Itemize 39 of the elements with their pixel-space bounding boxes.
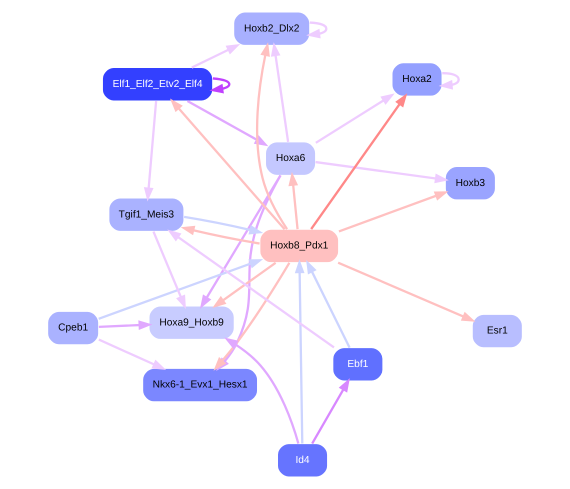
arrow <box>315 93 395 144</box>
arrow <box>338 262 476 322</box>
node-box: Hoxa9_Hoxb9 <box>148 306 235 340</box>
arrow <box>170 98 286 230</box>
arrow <box>311 378 350 444</box>
node-box: Esr1 <box>472 314 523 348</box>
node-box: Ebf1 <box>332 347 384 382</box>
arrow <box>310 93 408 230</box>
arrow <box>212 262 276 308</box>
arrow <box>184 216 264 234</box>
arrow <box>294 259 305 444</box>
node-box: Tgif1_Meis3 <box>108 198 184 232</box>
arrow <box>270 42 290 142</box>
arrow <box>144 100 158 202</box>
arrow <box>438 72 460 90</box>
arrow <box>209 77 230 94</box>
node-box: Hoxa2 <box>392 62 442 97</box>
arrow <box>98 259 264 320</box>
arrow <box>306 260 351 348</box>
arrow <box>152 231 186 310</box>
arrow <box>338 191 448 233</box>
arrow <box>180 226 260 245</box>
node-box: Hoxb2_Dlx2 <box>233 12 310 46</box>
arrow <box>167 229 335 348</box>
node-box: Hoxb8_Pdx1 <box>259 228 340 264</box>
arrow <box>288 172 299 230</box>
arrow <box>98 320 152 330</box>
node-box: Hoxb3 <box>444 166 496 200</box>
node-box: Id4 <box>277 443 328 478</box>
arrow <box>98 338 166 370</box>
node-box: Hoxa6 <box>265 142 316 176</box>
node-box: Nkx6-1_Evx1_Hesx1 <box>142 368 258 402</box>
node-box: Cpeb1 <box>47 310 100 346</box>
arrow <box>306 21 328 38</box>
node-box: Elf1_Elf2_Etv2_Elf4 <box>102 67 214 102</box>
arrow <box>191 44 240 69</box>
arrow <box>256 42 288 230</box>
arrow <box>224 338 300 444</box>
arrow <box>315 160 449 184</box>
